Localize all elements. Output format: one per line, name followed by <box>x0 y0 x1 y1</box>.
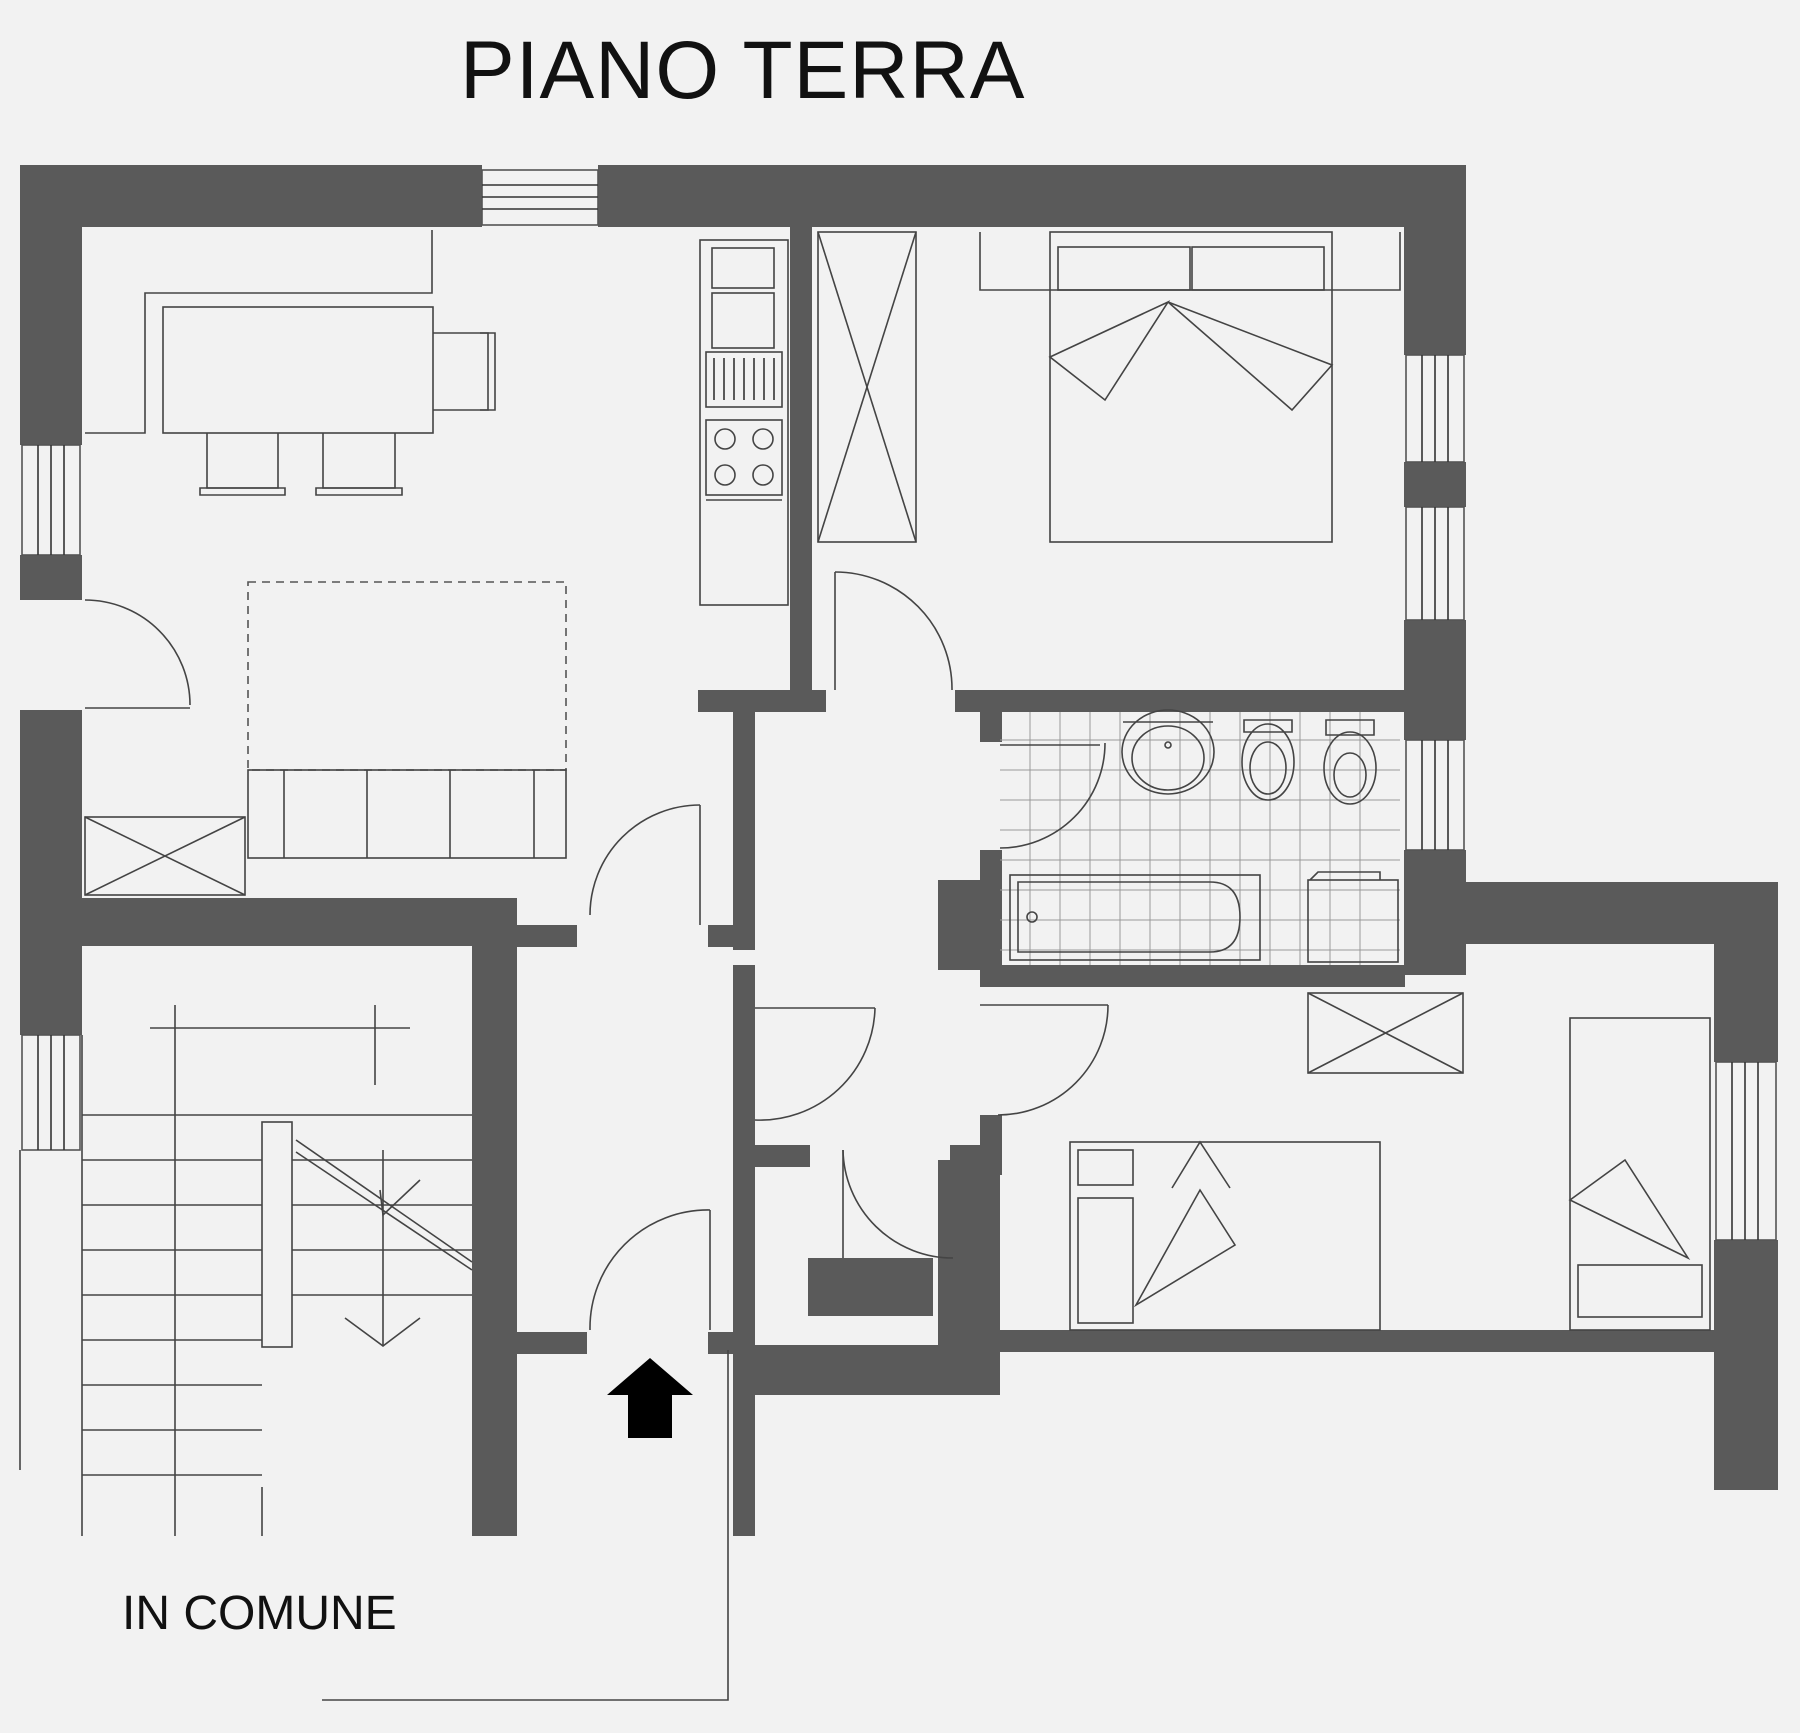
second-bedroom-furniture <box>980 992 1711 1331</box>
living-dining-furniture <box>84 230 567 896</box>
bathroom-fixtures <box>999 709 1400 965</box>
walls <box>20 165 1778 1536</box>
windows <box>21 169 1777 1241</box>
plan-title: PIANO TERRA <box>460 25 1026 116</box>
staircase <box>19 1005 729 1701</box>
kitchen-fixtures <box>699 239 789 606</box>
up-arrow-icon <box>607 1358 693 1438</box>
master-bedroom-furniture <box>817 231 1401 543</box>
shared-area-label: IN COMUNE <box>122 1587 397 1640</box>
doors <box>589 571 954 1331</box>
bathroom-tiles <box>1000 712 1400 965</box>
